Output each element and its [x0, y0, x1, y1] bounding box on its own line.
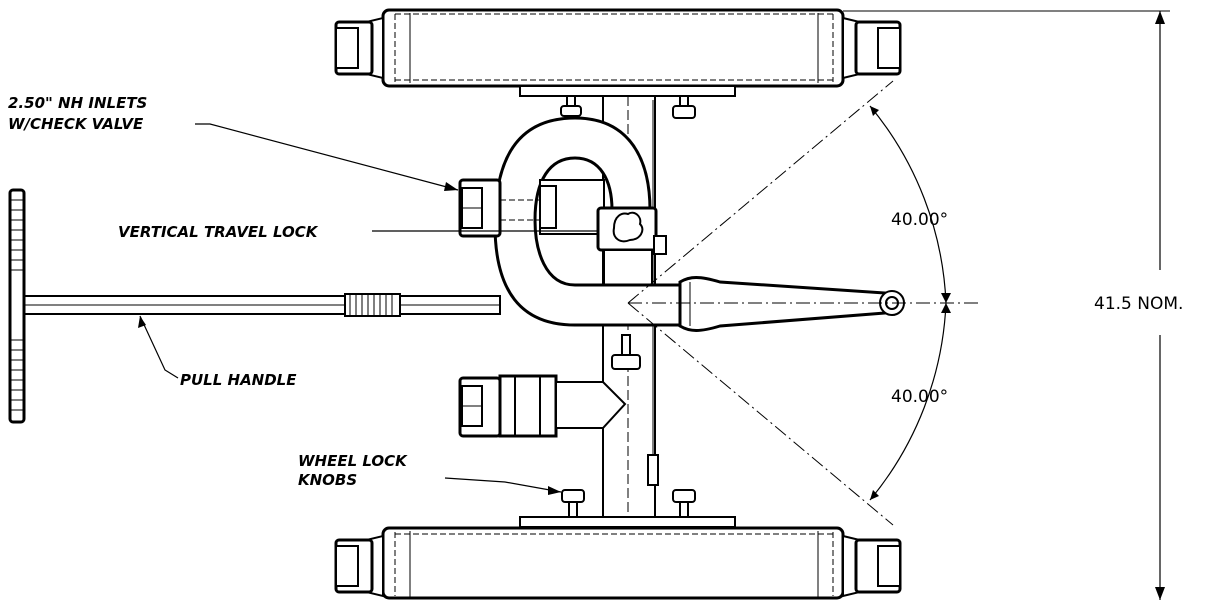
bottom-knob-left [561, 489, 585, 518]
top-axle-plate [519, 85, 736, 97]
bottom-axle-plate [519, 516, 736, 528]
top-knob-right [672, 95, 696, 119]
nozzle [575, 276, 905, 332]
vertical-lock-label: VERTICAL TRAVEL LOCK [118, 223, 319, 241]
overall-width-label: 41.5 NOM. [1094, 294, 1183, 314]
inlets-label-line1: 2.50" NH INLETS [8, 94, 147, 112]
angle-construction [627, 80, 980, 526]
inlets-label-line2: W/CHECK VALVE [8, 115, 144, 133]
lower-inlet [458, 374, 627, 438]
angle-lower-label: 40.00° [891, 387, 948, 407]
pull-handle [8, 188, 501, 424]
wheel-lock-label-line1: WHEEL LOCK [298, 452, 408, 470]
angle-upper-label: 40.00° [891, 210, 948, 230]
overall-dimension [843, 10, 1170, 600]
mid-knob [611, 334, 641, 370]
pull-handle-label: PULL HANDLE [180, 371, 297, 389]
top-knob-left [560, 95, 582, 117]
bottom-knob-right [672, 489, 696, 518]
upper-inlet [458, 178, 605, 238]
leader-lines [138, 123, 598, 495]
top-wheel [334, 8, 902, 88]
bottom-wheel [334, 526, 902, 600]
vertical-lock-assembly [596, 206, 667, 287]
wheel-lock-label-line2: KNOBS [298, 471, 357, 489]
